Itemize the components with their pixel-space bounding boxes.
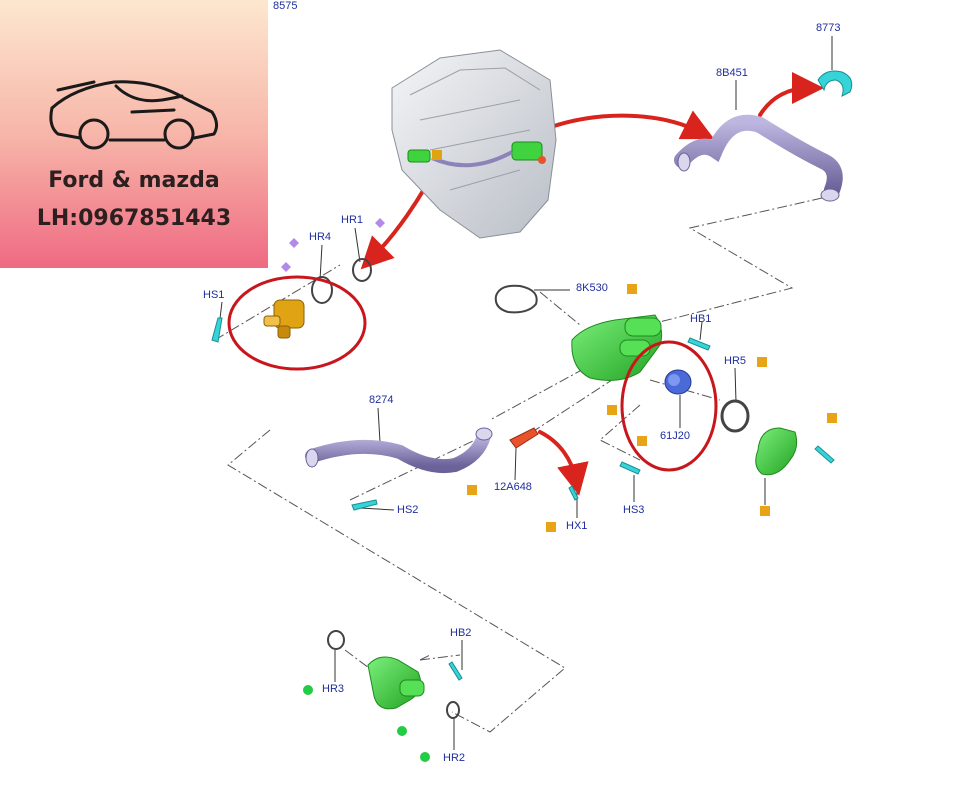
hose-8274-image <box>305 427 493 474</box>
outlet-elbow-image <box>755 427 798 476</box>
callout-8b451: 8B451 <box>716 67 748 79</box>
bolts <box>211 317 835 681</box>
hose-8b451-image <box>674 114 843 202</box>
thermostat-61j20-image <box>664 369 692 395</box>
callout-hr2: HR2 <box>443 752 466 764</box>
callout-hb1: HB1 <box>690 313 712 325</box>
markers <box>281 218 837 762</box>
callout-hr5: HR5 <box>724 355 747 367</box>
sensor-12a648-image <box>509 427 539 449</box>
engine-block-image <box>391 49 557 239</box>
callout-hs1: HS1 <box>203 289 225 301</box>
callout-hb2: HB2 <box>450 627 472 639</box>
valve-gold-image <box>263 299 305 339</box>
callout-8773: 8773 <box>816 22 841 34</box>
o-rings <box>311 258 750 719</box>
callout-hx1: HX1 <box>566 520 588 532</box>
car-logo-icon <box>49 80 219 150</box>
lower-connector-image <box>367 656 425 710</box>
callout-8274: 8274 <box>369 394 394 406</box>
brand-name: Ford & mazda <box>48 168 220 193</box>
callout-hr3: HR3 <box>322 683 345 695</box>
callout-8575: 8575 <box>273 0 298 12</box>
highlight-circles <box>227 275 718 472</box>
thermostat-housing-image <box>571 314 663 381</box>
callout-hr1: HR1 <box>341 214 364 226</box>
callout-hr4: HR4 <box>309 231 332 243</box>
callout-hs2: HS2 <box>397 504 419 516</box>
callout-hs3: HS3 <box>623 504 645 516</box>
callout-12a648: 12A648 <box>494 481 532 493</box>
brand-phone: LH:0967851443 <box>36 206 232 231</box>
callout-8k530: 8K530 <box>576 282 608 294</box>
callout-61j20: 61J20 <box>660 430 690 442</box>
promo-banner: Ford & mazda LH:0967851443 <box>0 0 268 268</box>
clip-8773-image <box>817 70 853 97</box>
